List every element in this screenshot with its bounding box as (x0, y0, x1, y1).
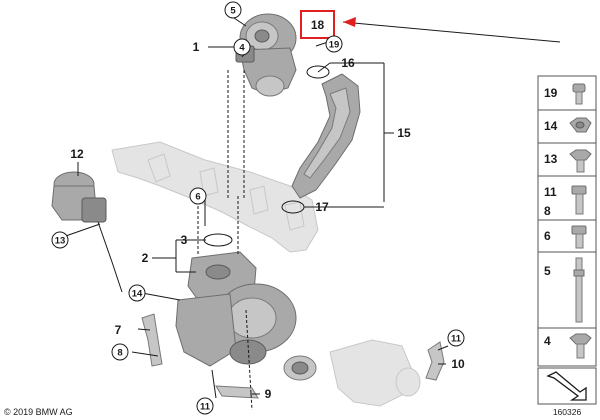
svg-text:11: 11 (544, 185, 557, 199)
panel-item-19[interactable]: 19 (544, 83, 586, 105)
svg-text:11: 11 (451, 334, 462, 345)
callout-11-right[interactable]: 11 (447, 329, 465, 347)
exhaust-manifold-ghost (111, 141, 319, 253)
callout-8[interactable]: 8 (111, 343, 129, 361)
svg-text:16: 16 (341, 56, 355, 70)
svg-text:4: 4 (239, 43, 245, 54)
callout-4[interactable]: 4 (233, 38, 251, 56)
callout-3[interactable]: 3 (181, 233, 188, 247)
callout-18-highlight[interactable]: 18 (300, 10, 335, 39)
svg-text:6: 6 (195, 192, 200, 203)
svg-text:12: 12 (70, 147, 84, 161)
vacuum-unit (51, 171, 123, 293)
svg-text:3: 3 (181, 233, 188, 247)
parts-panel: 19 14 13 11 8 6 (537, 75, 597, 367)
catalytic-converter-ghost (329, 339, 421, 407)
callout-10[interactable]: 10 (451, 357, 465, 371)
svg-text:5: 5 (230, 6, 236, 17)
svg-text:10: 10 (451, 357, 465, 371)
callout-2[interactable]: 2 (142, 251, 149, 265)
bracket-10 (425, 341, 445, 381)
svg-text:8: 8 (117, 348, 122, 359)
seal-ring-16 (306, 65, 330, 79)
callout-15[interactable]: 15 (397, 126, 411, 140)
panel-item-14[interactable]: 14 (544, 117, 592, 133)
svg-text:1: 1 (193, 40, 200, 54)
svg-text:17: 17 (315, 200, 329, 214)
panel-item-13[interactable]: 13 (544, 149, 592, 173)
diagram-code: 160326 (553, 407, 582, 417)
svg-text:14: 14 (132, 289, 143, 300)
bracket-9 (215, 385, 259, 399)
svg-text:15: 15 (397, 126, 411, 140)
callout-6[interactable]: 6 (189, 187, 207, 205)
svg-text:7: 7 (115, 323, 122, 337)
svg-text:19: 19 (544, 86, 558, 100)
callout-19[interactable]: 19 (325, 35, 343, 53)
svg-text:19: 19 (329, 40, 340, 51)
callout-5[interactable]: 5 (224, 1, 242, 19)
panel-item-5[interactable]: 5 (544, 257, 585, 323)
turbocharger-main (175, 251, 317, 381)
panel-item-6[interactable]: 6 (544, 225, 587, 249)
leader-lines (59, 17, 561, 411)
turbocharger-top (235, 13, 297, 97)
callout-13[interactable]: 13 (51, 231, 69, 249)
next-page-arrow-button[interactable] (537, 367, 597, 405)
svg-text:18: 18 (311, 18, 325, 32)
svg-text:14: 14 (544, 119, 558, 133)
callout-1[interactable]: 1 (193, 40, 200, 54)
seal-ring-3 (203, 233, 233, 247)
svg-text:13: 13 (55, 236, 66, 247)
panel-item-11[interactable]: 11 (544, 185, 557, 199)
callout-9[interactable]: 9 (265, 387, 272, 401)
panel-item-8[interactable]: 8 (544, 185, 587, 218)
svg-text:6: 6 (544, 229, 551, 243)
panel-item-4[interactable]: 4 (544, 333, 592, 359)
svg-text:4: 4 (544, 334, 551, 348)
callout-16[interactable]: 16 (341, 56, 355, 70)
bracket-7 (141, 313, 163, 367)
callout-11-left[interactable]: 11 (196, 397, 214, 415)
svg-text:8: 8 (544, 204, 551, 218)
svg-text:5: 5 (544, 264, 551, 278)
intake-pipe (291, 73, 361, 199)
svg-text:2: 2 (142, 251, 149, 265)
svg-text:13: 13 (544, 152, 558, 166)
callout-17[interactable]: 17 (315, 200, 329, 214)
callout-7[interactable]: 7 (115, 323, 122, 337)
callout-12[interactable]: 12 (70, 147, 84, 161)
callout-14[interactable]: 14 (128, 284, 146, 302)
svg-text:11: 11 (200, 402, 211, 413)
svg-text:9: 9 (265, 387, 272, 401)
copyright-text: © 2019 BMW AG (4, 407, 73, 417)
